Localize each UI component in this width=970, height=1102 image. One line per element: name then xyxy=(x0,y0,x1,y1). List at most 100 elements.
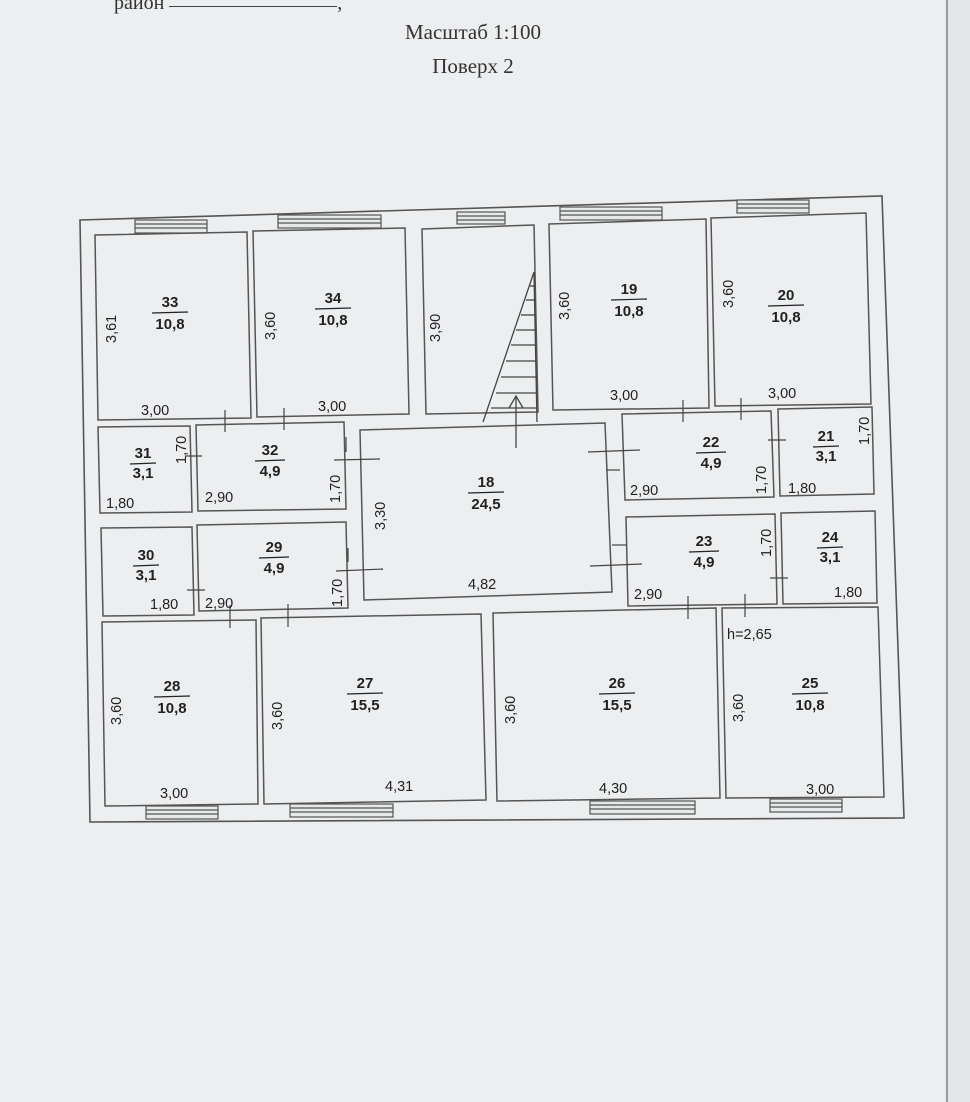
room-34 xyxy=(252,227,410,418)
room-24 xyxy=(780,510,878,605)
scale-label: Масштаб 1:100 xyxy=(404,20,541,44)
room-32-dim-width: 2,90 xyxy=(205,490,233,506)
room-26-number: 26 xyxy=(609,675,626,692)
room-27-dim-width: 4,31 xyxy=(385,779,413,795)
room-28-number: 28 xyxy=(164,678,181,695)
room-24-area: 3,1 xyxy=(820,549,841,566)
staircase xyxy=(482,271,538,448)
window xyxy=(589,800,696,815)
room-25 xyxy=(721,606,885,799)
room-34-area: 10,8 xyxy=(318,312,347,329)
room-33 xyxy=(94,231,252,421)
room-25-area: 10,8 xyxy=(795,697,824,714)
room-30-area: 3,1 xyxy=(136,567,157,584)
stair-dim-height: 3,90 xyxy=(428,314,444,342)
window xyxy=(277,214,382,229)
room-23 xyxy=(625,513,778,607)
room-20-number: 20 xyxy=(778,287,795,304)
room-31-area: 3,1 xyxy=(133,465,154,482)
room-25-dim-height: 3,60 xyxy=(731,694,747,722)
room-31 xyxy=(97,425,193,514)
room-26-area: 15,5 xyxy=(602,697,631,714)
room-25-dim-width: 3,00 xyxy=(806,782,834,798)
room-20 xyxy=(710,212,872,407)
window xyxy=(769,798,843,813)
window xyxy=(559,206,663,221)
room-23-dim-width: 2,90 xyxy=(634,587,662,603)
room-19 xyxy=(548,218,710,411)
room-18-dim-width: 4,82 xyxy=(468,577,496,593)
room-22-number: 22 xyxy=(703,434,720,451)
room-28 xyxy=(101,619,259,807)
room-20-dim-height: 3,60 xyxy=(721,280,737,308)
room-24-number: 24 xyxy=(822,529,839,546)
room-19-area: 10,8 xyxy=(614,303,643,320)
window xyxy=(736,199,810,214)
room-22-dim-width: 2,90 xyxy=(630,483,658,499)
windows xyxy=(134,199,843,820)
room-23-area: 4,9 xyxy=(694,554,715,571)
room-31-number: 31 xyxy=(135,445,152,462)
room-24-dim-width: 1,80 xyxy=(834,585,862,601)
room-34-dim-width: 3,00 xyxy=(318,399,346,415)
room-33-area: 10,8 xyxy=(155,316,184,333)
room-31-dim-width: 1,80 xyxy=(106,496,134,512)
room-22 xyxy=(621,410,775,501)
room-23-number: 23 xyxy=(696,533,713,550)
room-34-number: 34 xyxy=(325,290,342,307)
room-19-number: 19 xyxy=(621,281,638,298)
window xyxy=(134,219,208,234)
room-29 xyxy=(196,521,349,612)
room-stair xyxy=(421,224,539,415)
room-34-dim-height: 3,60 xyxy=(263,312,279,340)
room-31-dim-height: 1,70 xyxy=(174,436,190,464)
room-18-area: 24,5 xyxy=(471,496,500,513)
window xyxy=(145,805,219,820)
room-29-area: 4,9 xyxy=(264,560,285,577)
room-18-number: 18 xyxy=(478,474,495,491)
room-26-dim-height: 3,60 xyxy=(503,696,519,724)
room-21 xyxy=(777,406,875,497)
room-32-number: 32 xyxy=(262,442,279,459)
room-33-number: 33 xyxy=(162,294,179,311)
room-20-area: 10,8 xyxy=(771,309,800,326)
outer-wall xyxy=(79,195,905,823)
room-22-dim-height: 1,70 xyxy=(754,466,770,494)
room-21-dim-width: 1,80 xyxy=(788,481,816,497)
window xyxy=(456,211,506,225)
room-29-dim-height: 1,70 xyxy=(330,579,346,607)
room-19-dim-width: 3,00 xyxy=(610,388,638,404)
room-27-number: 27 xyxy=(357,675,374,692)
room-18-dim-height: 3,30 xyxy=(373,502,389,530)
room-19-dim-height: 3,60 xyxy=(557,292,573,320)
room-25-number: 25 xyxy=(802,675,819,692)
room-27 xyxy=(260,613,487,805)
room-29-dim-width: 2,90 xyxy=(205,596,233,612)
district-blank-line xyxy=(169,0,338,7)
room-27-area: 15,5 xyxy=(350,697,379,714)
room-28-dim-width: 3,00 xyxy=(160,786,188,802)
room-21-area: 3,1 xyxy=(816,448,837,465)
floor-label: Поверх 2 xyxy=(432,54,514,78)
ceiling-height: h=2,65 xyxy=(727,627,772,643)
room-26 xyxy=(492,607,721,802)
window xyxy=(289,803,394,818)
room-20-dim-width: 3,00 xyxy=(768,386,796,402)
paper-sheet xyxy=(946,0,948,1102)
room-22-area: 4,9 xyxy=(701,455,722,472)
door-marks xyxy=(185,398,788,628)
room-30 xyxy=(100,526,195,617)
room-32-dim-height: 1,70 xyxy=(328,475,344,503)
room-21-dim-height: 1,70 xyxy=(857,417,873,445)
room-18 xyxy=(359,422,613,601)
room-29-number: 29 xyxy=(266,539,283,556)
room-28-area: 10,8 xyxy=(157,700,186,717)
room-23-dim-height: 1,70 xyxy=(759,529,775,557)
room-28-dim-height: 3,60 xyxy=(109,697,125,725)
room-33-dim-height: 3,61 xyxy=(104,315,120,343)
room-21-number: 21 xyxy=(818,428,835,445)
room-30-dim-width: 1,80 xyxy=(150,597,178,613)
district-label: район xyxy=(114,0,165,14)
district-field: район , xyxy=(114,0,342,15)
